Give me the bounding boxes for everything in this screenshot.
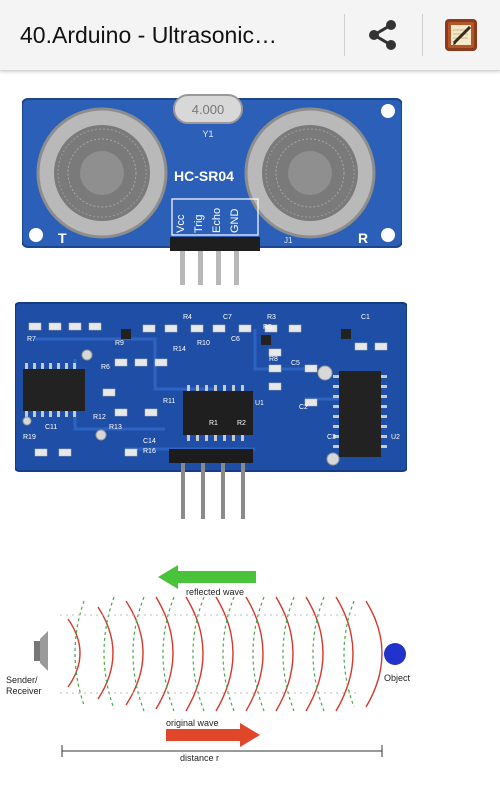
sender-label-line1: Sender/: [6, 675, 38, 685]
pcb-label: R6: [101, 364, 110, 371]
original-arrow: [166, 723, 260, 747]
receiver-label: R: [358, 230, 368, 246]
transmitter-label: T: [58, 230, 67, 246]
object-label: Object: [384, 673, 411, 683]
sensor-back-image: R7 R4 C7 R3 C1 R5 R10 C6 R9 R8 R14 C5 C2…: [15, 302, 407, 519]
pcb-label: U1: [255, 400, 264, 407]
content-area: 4.000 Y1 HC-SR04 T R Vcc Trig Echo GND J…: [0, 71, 500, 800]
wave-diagram: reflected wave Sender/ Receiver: [6, 565, 411, 761]
notes-button[interactable]: [423, 8, 499, 62]
app-bar: 40.Arduino - Ultrasonic…: [0, 0, 500, 71]
pin-label-echo: Echo: [211, 208, 223, 233]
sender-label-line2: Receiver: [6, 686, 42, 696]
pcb-label: C11: [45, 424, 57, 431]
pcb-label: R11: [163, 398, 175, 405]
pcb-label: R12: [93, 414, 106, 421]
pcb-label: R4: [183, 314, 192, 321]
pcb-label: C3: [327, 434, 336, 441]
pcb-label: R8: [269, 356, 278, 363]
pcb-label: C7: [223, 314, 232, 321]
pcb-label: C5: [291, 360, 300, 367]
pcb-label: C1: [361, 314, 370, 321]
pin-label-trig: Trig: [193, 214, 205, 233]
notebook-pen-icon: [445, 19, 477, 51]
pcb-label: R7: [27, 336, 36, 343]
reflected-label: reflected wave: [186, 587, 244, 597]
pcb-label: R16: [143, 448, 156, 455]
reflected-arrow: [158, 565, 256, 589]
page-title: 40.Arduino - Ultrasonic…: [20, 22, 277, 48]
model-label: HC-SR04: [174, 168, 234, 184]
pcb-label: R10: [197, 340, 210, 347]
pcb-label: R5: [263, 324, 272, 331]
crystal-label: 4.000: [192, 102, 225, 117]
original-label: original wave: [166, 718, 219, 728]
distance-label: distance r: [180, 753, 219, 761]
share-button[interactable]: [345, 8, 421, 62]
pcb-label: C14: [143, 438, 156, 445]
pcb-label: R2: [237, 420, 246, 427]
pcb-label: U2: [391, 434, 400, 441]
object-dot: [384, 643, 406, 665]
crystal-ref: Y1: [202, 129, 213, 139]
toolbar-divider: [422, 14, 423, 56]
toolbar-divider: [344, 14, 345, 56]
pin-label-gnd: GND: [229, 209, 241, 234]
pcb-label: R3: [267, 314, 276, 321]
connector-ref: J1: [284, 236, 293, 245]
pcb-label: R9: [115, 340, 124, 347]
pin-label-vcc: Vcc: [175, 214, 187, 233]
share-icon: [369, 20, 396, 50]
pcb-label: C2: [299, 404, 308, 411]
pcb-label: R13: [109, 424, 122, 431]
sensor-front-image: 4.000 Y1 HC-SR04 T R Vcc Trig Echo GND J…: [22, 94, 402, 285]
pcb-label: R1: [209, 420, 218, 427]
pcb-label: C6: [231, 336, 240, 343]
pcb-label: R14: [173, 346, 186, 353]
pcb-label: R19: [23, 434, 36, 441]
